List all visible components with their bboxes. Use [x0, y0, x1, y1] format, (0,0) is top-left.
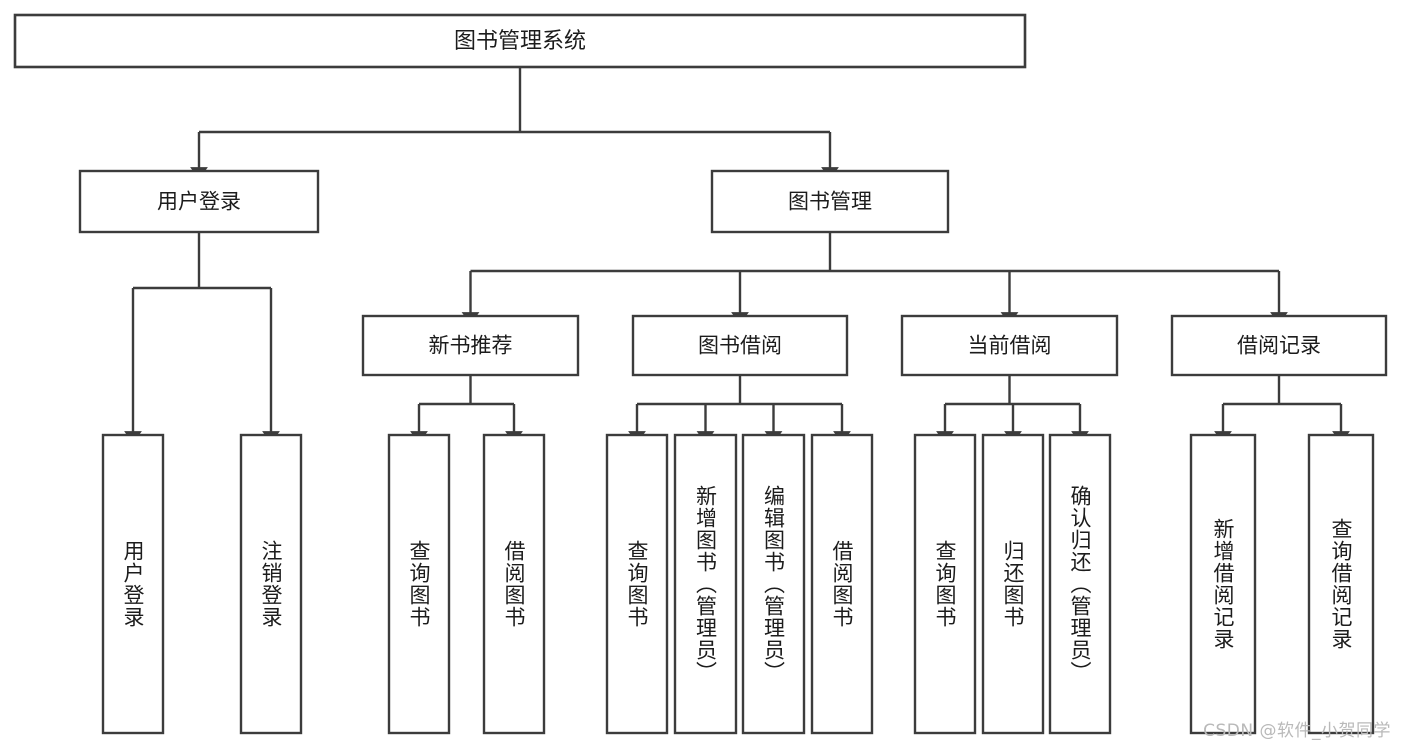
- node-root[interactable]: [13, 13, 1027, 69]
- node-level3-label-2: 当前借阅: [968, 334, 1052, 358]
- node-leaf-5[interactable]: [673, 433, 738, 735]
- node-leaf-9[interactable]: [981, 433, 1045, 735]
- node-leaf-0[interactable]: [101, 433, 165, 735]
- node-root-label: 图书管理系统: [454, 29, 586, 54]
- node-level3-label-1: 图书借阅: [698, 334, 782, 358]
- node-leaf-11[interactable]: [1189, 433, 1257, 735]
- watermark-text: CSDN @软件_小贺同学: [1203, 721, 1391, 741]
- node-leaf-2[interactable]: [387, 433, 451, 735]
- node-level3-2[interactable]: [900, 314, 1119, 377]
- node-leaf-4[interactable]: [605, 433, 669, 735]
- node-leaf-7[interactable]: [810, 433, 874, 735]
- node-level3-label-0: 新书推荐: [429, 334, 513, 358]
- node-level3-3[interactable]: [1170, 314, 1388, 377]
- node-leaf-10[interactable]: [1048, 433, 1112, 735]
- node-leaf-6[interactable]: [741, 433, 806, 735]
- node-leaf-1[interactable]: [239, 433, 303, 735]
- connector-layer: [124, 67, 1350, 444]
- node-level3-1[interactable]: [631, 314, 849, 377]
- node-level3-0[interactable]: [361, 314, 580, 377]
- node-level2-1[interactable]: [710, 169, 950, 234]
- node-level2-0[interactable]: [78, 169, 320, 234]
- node-level3-label-3: 借阅记录: [1237, 334, 1321, 358]
- node-leaf-3[interactable]: [482, 433, 546, 735]
- node-leaf-12[interactable]: [1307, 433, 1375, 735]
- node-level2-label-0: 用户登录: [157, 190, 241, 214]
- node-level2-label-1: 图书管理: [788, 190, 872, 214]
- node-leaf-8[interactable]: [913, 433, 977, 735]
